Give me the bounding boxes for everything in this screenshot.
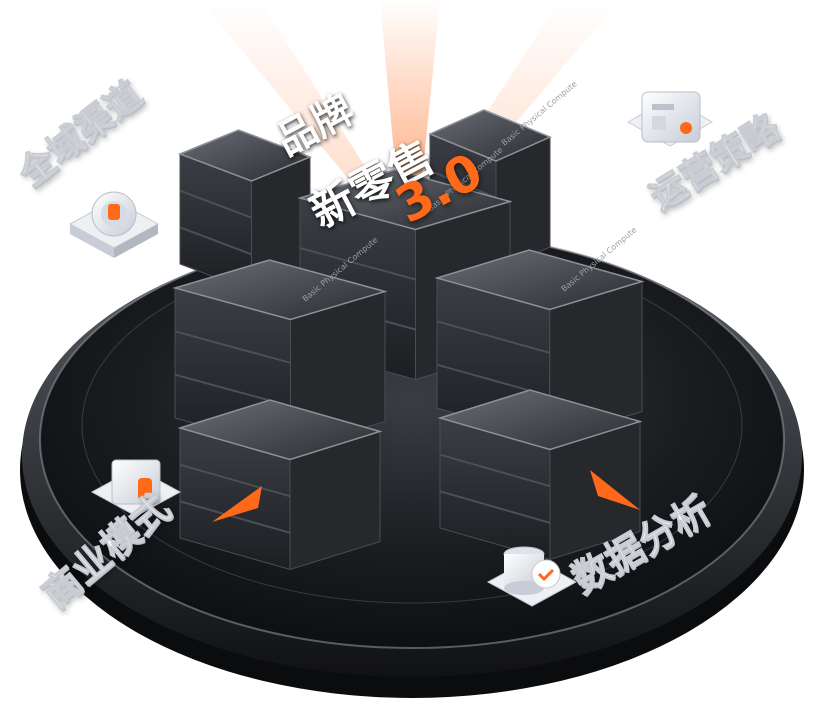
store-house-icon: [90, 459, 182, 517]
server-block: [177, 129, 313, 292]
arrow-icon-right: [590, 470, 640, 510]
arrow-icon-left: [212, 486, 262, 522]
channel-cube-icon: [68, 191, 160, 258]
database-check-icon: [486, 546, 578, 607]
strategy-card-icon: [626, 91, 714, 147]
server-block: [177, 399, 383, 571]
server-block: [437, 389, 643, 561]
